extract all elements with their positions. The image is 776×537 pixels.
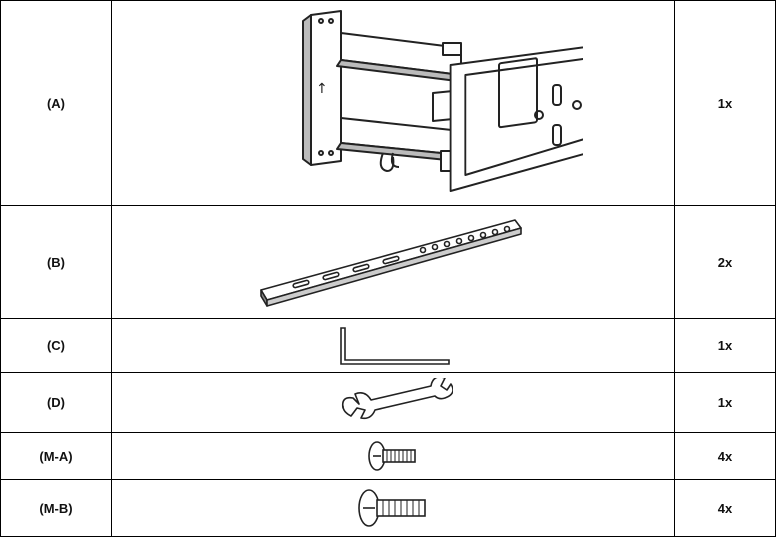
mounting-rail-icon	[260, 219, 522, 307]
part-figure	[111, 479, 675, 537]
part-qty: 1x	[674, 318, 776, 373]
allen-key-icon	[340, 326, 450, 365]
part-label: (M-B)	[0, 479, 112, 537]
part-figure	[111, 432, 675, 480]
part-figure: ↑	[111, 0, 675, 206]
part-label: (C)	[0, 318, 112, 373]
part-row-a: (A) ↑	[0, 0, 776, 206]
wall-mount-arm-icon: ↑	[302, 10, 583, 192]
part-figure	[111, 372, 675, 433]
part-label: (A)	[0, 0, 112, 206]
part-label: (B)	[0, 205, 112, 319]
part-label: (D)	[0, 372, 112, 433]
part-qty: 1x	[674, 372, 776, 433]
part-row-b: (B) 2x	[0, 205, 776, 319]
part-row-d: (D) 1x	[0, 372, 776, 433]
part-qty: 2x	[674, 205, 776, 319]
part-row-m-b: (M-B) 4x	[0, 479, 776, 537]
part-qty: 1x	[674, 0, 776, 206]
part-row-m-a: (M-A) 4x	[0, 432, 776, 480]
part-qty: 4x	[674, 432, 776, 480]
part-figure	[111, 205, 675, 319]
part-label: (M-A)	[0, 432, 112, 480]
wrench-icon	[341, 377, 453, 419]
svg-text:↑: ↑	[316, 81, 328, 97]
part-qty: 4x	[674, 479, 776, 537]
screw-long-icon	[358, 489, 426, 527]
part-figure	[111, 318, 675, 373]
screw-short-icon	[368, 441, 416, 471]
part-row-c: (C) 1x	[0, 318, 776, 373]
